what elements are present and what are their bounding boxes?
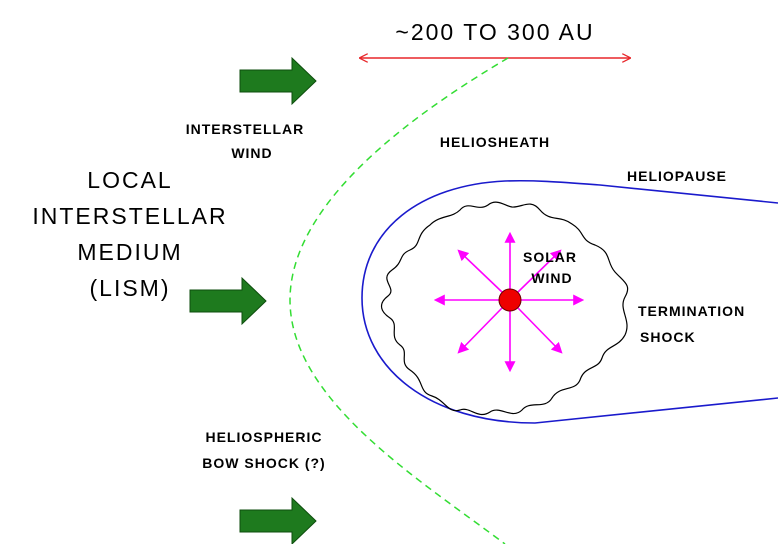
solar-wind-arrow-down-left xyxy=(457,307,503,354)
heliopause-curve xyxy=(361,179,778,424)
solar-wind-label-line-2: WIND xyxy=(531,270,572,286)
sun-icon xyxy=(498,288,522,312)
lism-line-2: INTERSTELLAR xyxy=(32,203,227,229)
termination-shock-curve xyxy=(380,201,629,416)
heliopause-label: HELIOPAUSE xyxy=(627,168,727,184)
lism-line-3: MEDIUM xyxy=(77,239,182,265)
bow-shock-curve xyxy=(289,57,509,544)
bow-shock-label-line-2: BOW SHOCK (?) xyxy=(202,455,325,471)
interstellar-wind-label-line-2: WIND xyxy=(231,145,272,161)
lism-line-1: LOCAL xyxy=(87,167,172,193)
scale-label: ~200 TO 300 AU xyxy=(395,19,594,45)
interstellar-wind-label-line-1: INTERSTELLAR xyxy=(186,121,305,137)
solar-wind-arrow-down-right xyxy=(517,307,563,354)
solar-wind-arrows xyxy=(433,231,585,373)
lism-line-4: (LISM) xyxy=(90,275,171,301)
heliosheath-label: HELIOSHEATH xyxy=(440,134,550,150)
lism-label: LOCAL INTERSTELLAR MEDIUM (LISM) xyxy=(32,167,227,301)
solar-wind-arrow-up-left xyxy=(457,249,503,293)
solar-wind-label-line-1: SOLAR xyxy=(523,249,577,265)
wind-arrow-icon-middle xyxy=(189,276,267,326)
termination-shock-label-line-2: SHOCK xyxy=(640,329,696,345)
bow-shock-label-line-1: HELIOSPHERIC xyxy=(205,429,322,445)
wind-arrow-icon-bottom xyxy=(239,496,317,544)
wind-arrow-icon-top xyxy=(239,56,317,106)
termination-shock-label-line-1: TERMINATION xyxy=(638,303,745,319)
solar-wind-arrow-up-right xyxy=(517,249,562,293)
